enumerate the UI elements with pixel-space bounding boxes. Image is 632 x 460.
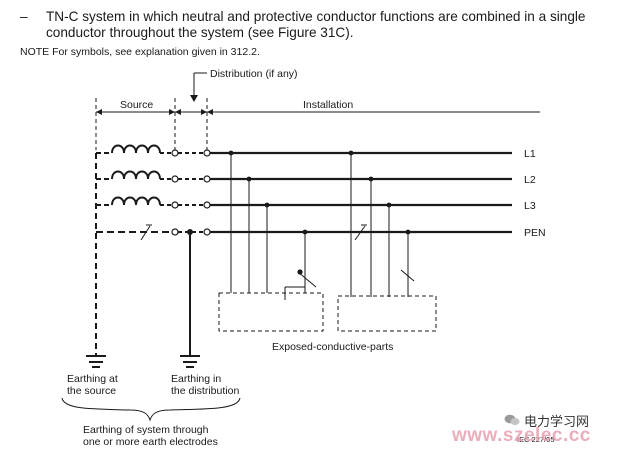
earthing-brace (61, 397, 241, 422)
l2-label: L2 (524, 174, 536, 186)
terminal-l2-distribution (203, 175, 211, 183)
junction-dot (297, 269, 303, 275)
junction-dot (264, 202, 270, 208)
source-arrow-right (169, 109, 175, 115)
junction-dot (348, 150, 354, 156)
exposed-parts-label: Exposed-conductive-parts (272, 341, 393, 353)
junction-dot (405, 229, 411, 235)
terminal-l3-distribution (203, 201, 211, 209)
earthing-source-label-2: the source (67, 385, 116, 397)
symbols-note: NOTE For symbols, see explanation given … (20, 46, 260, 58)
junction-dot (368, 176, 374, 182)
pen-source-slash (140, 225, 151, 241)
list-bullet: – (20, 9, 28, 24)
terminal-l1-distribution (203, 149, 211, 157)
wechat-logo-icon (504, 414, 520, 426)
terminal-l2-source (171, 175, 179, 183)
terminal-l1-source (171, 149, 179, 157)
exposed-parts-box-b (337, 295, 437, 332)
pen-label: PEN (524, 227, 546, 239)
junction-dot (187, 229, 193, 235)
l1-label: L1 (524, 148, 536, 160)
exposed-parts-box-a (218, 292, 324, 332)
watermark-channel: 电力学习网 (524, 415, 590, 430)
terminal-l3-source (171, 201, 179, 209)
earthing-source-label-1: Earthing at (67, 373, 118, 385)
terminal-pen-distribution (203, 228, 211, 236)
installation-label: Installation (303, 99, 353, 111)
earthing-distribution-label-1: Earthing in (171, 373, 221, 385)
junction-dot (302, 229, 308, 235)
source-label: Source (120, 99, 153, 111)
junction-dot (386, 202, 392, 208)
l3-label: L3 (524, 200, 536, 212)
intro-paragraph: – TN-C system in which neutral and prote… (20, 9, 620, 41)
distribution-arrow-left (175, 109, 181, 115)
equipment-b-slash (354, 225, 366, 241)
installation-arrow-left (207, 109, 213, 115)
source-arrow-left (96, 109, 102, 115)
junction-dot (228, 150, 234, 156)
equipment-a-slash (297, 271, 317, 288)
earthing-distribution-label-2: the distribution (171, 385, 239, 397)
winding-l2 (111, 170, 161, 180)
earthing-system-label-2: one or more earth electrodes (83, 436, 218, 448)
iec-reference: IEC 227/05 (517, 435, 555, 444)
winding-l3 (111, 196, 161, 206)
equipment-b-pe-slash (400, 269, 415, 282)
distribution-label: Distribution (if any) (210, 68, 298, 80)
distribution-arrow-right (201, 109, 207, 115)
intro-text: TN-C system in which neutral and protect… (46, 9, 586, 40)
junction-dot (246, 176, 252, 182)
distribution-pointer-arrow (190, 95, 198, 102)
winding-l1 (111, 144, 161, 154)
terminal-pen-source (171, 228, 179, 236)
earthing-system-label-1: Earthing of system through (83, 424, 209, 436)
watermark-url: www.szelec.cc (452, 425, 591, 446)
